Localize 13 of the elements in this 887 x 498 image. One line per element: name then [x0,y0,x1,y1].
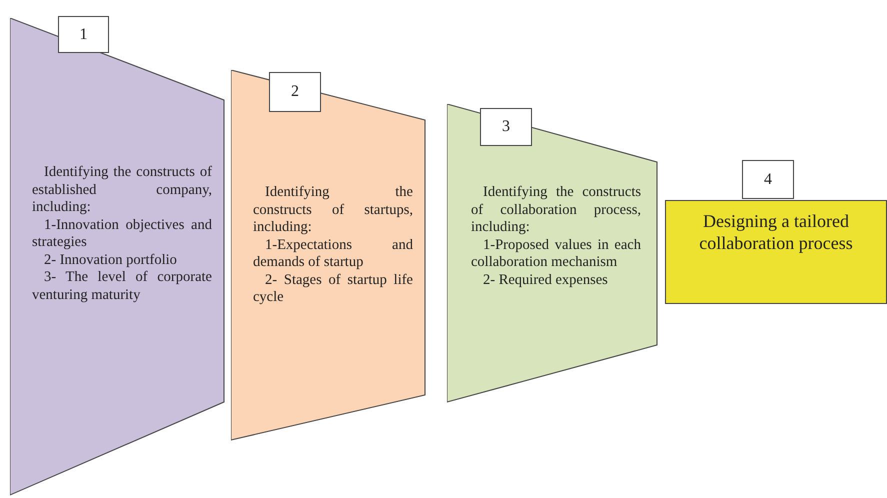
stage-heading: Identifying the constructs of collaboration process, including: [471,184,641,236]
list-item: 1-Expectations and demands of startup [253,236,413,272]
list-item: 2- Stages of startup life cycle [253,272,413,306]
list-item: 1-Proposed values in each collaboration mechanism [471,236,641,272]
list-item: 1-Innovation objectives and strategies [32,216,212,252]
step-number: 1 [58,16,109,53]
outcome-text: Designing a tailored collaboration process [698,210,854,254]
step-number: 4 [742,160,794,199]
stage-heading: Identifying the constructs of established company, including: [32,164,212,216]
list-item: 2- Required expenses [482,272,609,289]
stage-heading: Identifying the constructs of startups, including: [253,184,413,236]
list-item: 2- Innovation portfolio [43,252,178,269]
list-item: 3- The level of corporate venturing maturity [32,269,212,304]
